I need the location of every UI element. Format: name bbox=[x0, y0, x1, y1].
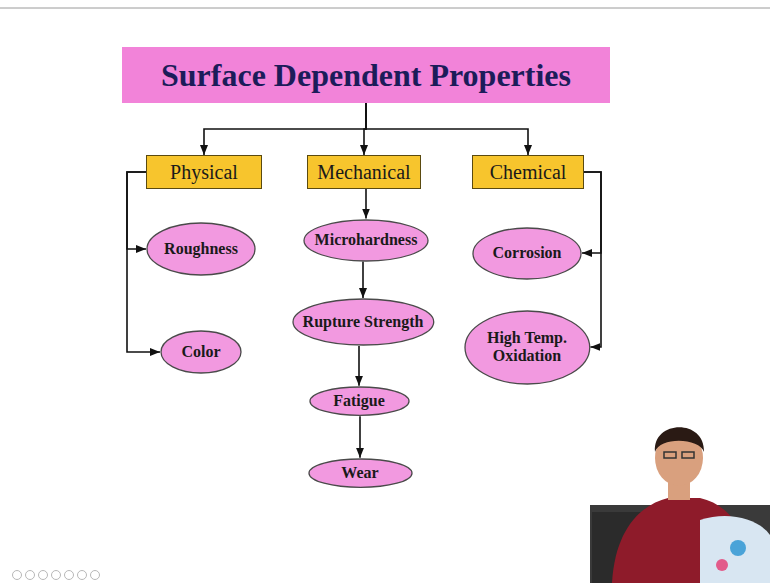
category-box: Physical bbox=[146, 155, 262, 189]
node-label: Fatigue bbox=[333, 392, 385, 410]
text-group: Color bbox=[181, 343, 220, 361]
text-group: Chemical bbox=[490, 161, 567, 184]
node-label: Color bbox=[181, 343, 220, 361]
text-group: Fatigue bbox=[333, 392, 385, 410]
property-ellipse: Microhardness bbox=[303, 219, 429, 262]
property-ellipse: Corrosion bbox=[472, 227, 582, 280]
node-label: Rupture Strength bbox=[303, 313, 424, 331]
text-group: Physical bbox=[170, 161, 238, 184]
connector-arrow bbox=[365, 189, 367, 219]
presenter-figure bbox=[590, 427, 770, 583]
property-ellipse: Roughness bbox=[146, 222, 256, 276]
property-ellipse: Fatigue bbox=[309, 386, 410, 416]
player-controls bbox=[13, 571, 100, 580]
node-label: Surface Dependent Properties bbox=[161, 57, 571, 94]
node-label: Wear bbox=[341, 464, 378, 482]
text-group: Mechanical bbox=[317, 161, 410, 184]
connector-arrow bbox=[362, 262, 364, 299]
text-group: High Temp. Oxidation bbox=[477, 329, 577, 366]
property-ellipse: High Temp. Oxidation bbox=[464, 310, 591, 385]
title-box: Surface Dependent Properties bbox=[122, 47, 610, 103]
connector-arrow bbox=[359, 416, 361, 458]
node-label: Mechanical bbox=[317, 161, 410, 184]
connector-arrow bbox=[584, 172, 601, 347]
node-label: Roughness bbox=[164, 240, 238, 258]
top-rule bbox=[0, 8, 770, 9]
connector-arrow bbox=[204, 103, 366, 155]
text-group: Surface Dependent Properties bbox=[161, 57, 571, 94]
text-group: Rupture Strength bbox=[303, 313, 424, 331]
category-box: Mechanical bbox=[307, 155, 420, 189]
node-label: Chemical bbox=[490, 161, 567, 184]
text-group: Corrosion bbox=[492, 244, 561, 262]
node-label: Microhardness bbox=[315, 231, 418, 249]
node-label: Physical bbox=[170, 161, 238, 184]
text-group: Roughness bbox=[164, 240, 238, 258]
property-ellipse: Wear bbox=[308, 458, 413, 488]
text-group: Wear bbox=[341, 464, 378, 482]
property-ellipse: Rupture Strength bbox=[292, 298, 435, 346]
property-ellipse: Color bbox=[160, 330, 242, 374]
connector-arrow bbox=[127, 172, 146, 249]
connector-arrow bbox=[358, 346, 360, 386]
connector-arrow bbox=[582, 172, 601, 253]
category-box: Chemical bbox=[472, 155, 584, 189]
text-group: Microhardness bbox=[315, 231, 418, 249]
node-label: Corrosion bbox=[492, 244, 561, 262]
connector-arrow bbox=[366, 103, 528, 155]
node-label: High Temp. Oxidation bbox=[477, 329, 577, 366]
